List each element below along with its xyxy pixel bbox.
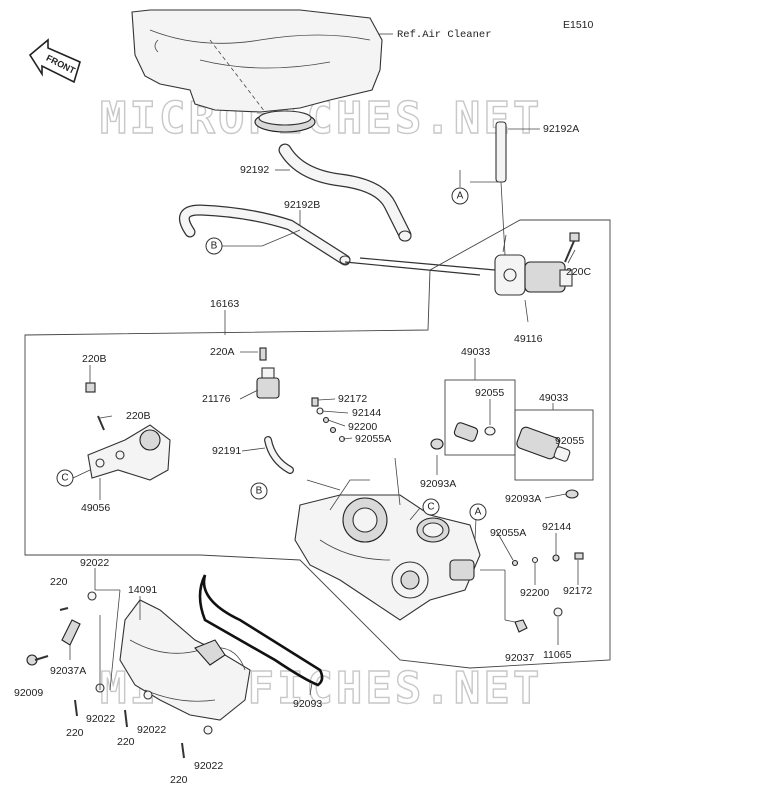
label-16163: 16163 xyxy=(210,298,239,310)
svg-text:C: C xyxy=(427,502,434,513)
callout-c-left: C xyxy=(56,469,74,487)
label-220-4: 220 xyxy=(170,774,188,786)
label-49056: 49056 xyxy=(81,502,110,514)
label-92200-2: 92200 xyxy=(520,587,549,599)
label-220c: 220C xyxy=(566,266,592,278)
label-92172-1: 92172 xyxy=(338,393,367,405)
hose-92192a xyxy=(495,121,507,256)
hose-92192 xyxy=(278,143,412,242)
bolt-220c xyxy=(564,232,580,263)
diagram-code: E1510 xyxy=(563,19,594,31)
throttle-body xyxy=(294,479,481,621)
label-14091: 14091 xyxy=(128,584,157,596)
label-220a: 220A xyxy=(210,346,235,358)
gasket-92093 xyxy=(198,574,324,687)
label-92037a: 92037A xyxy=(50,665,86,677)
label-49033-2: 49033 xyxy=(539,392,568,404)
callout-b-center: B xyxy=(250,482,268,500)
label-92093a-2: 92093A xyxy=(505,493,541,505)
leader-lines xyxy=(69,128,579,696)
callout-b-left: B xyxy=(205,237,223,255)
bracket-49056 xyxy=(85,382,171,481)
label-92192a: 92192A xyxy=(543,123,579,135)
label-92022-2: 92022 xyxy=(86,713,115,725)
label-220-1: 220 xyxy=(50,576,68,588)
svg-text:A: A xyxy=(475,507,482,518)
valve-49116 xyxy=(494,234,573,296)
sensor-21176 xyxy=(256,347,280,399)
callout-a-right: A xyxy=(469,503,487,521)
bolts-lower-left xyxy=(26,591,213,759)
label-21176: 21176 xyxy=(202,393,231,405)
label-11065: 11065 xyxy=(543,649,572,661)
label-92055a-1: 92055A xyxy=(355,433,391,445)
label-220b-1: 220B xyxy=(82,353,107,365)
ref-note: Ref.Air Cleaner xyxy=(397,29,492,41)
label-92192b: 92192B xyxy=(284,199,320,211)
part-labels: 92192A 92192 92192B 220C 49116 16163 220… xyxy=(14,123,592,786)
label-92144-1: 92144 xyxy=(352,407,381,419)
label-92191: 92191 xyxy=(212,445,241,457)
callout-a-top: A xyxy=(451,187,469,205)
label-92093a-1: 92093A xyxy=(420,478,456,490)
label-92009: 92009 xyxy=(14,687,43,699)
callout-c-center: C xyxy=(422,498,440,516)
label-92055a-2: 92055A xyxy=(490,527,526,539)
label-92022-4: 92022 xyxy=(194,760,223,772)
label-92200-1: 92200 xyxy=(348,421,377,433)
svg-text:C: C xyxy=(61,473,68,484)
small-parts-stack-lower xyxy=(511,552,584,633)
tube-92191 xyxy=(264,436,294,474)
label-92192: 92192 xyxy=(240,164,269,176)
label-92037: 92037 xyxy=(505,652,534,664)
label-92055-2: 92055 xyxy=(555,435,584,447)
label-92022-3: 92022 xyxy=(137,724,166,736)
injector-nozzle-1 xyxy=(453,422,496,442)
air-cleaner-shape xyxy=(131,9,383,133)
label-220-3: 220 xyxy=(117,736,135,748)
label-92144-2: 92144 xyxy=(542,521,571,533)
svg-text:B: B xyxy=(256,486,263,497)
washer-92093a xyxy=(430,438,444,450)
cover-14091 xyxy=(119,599,251,721)
label-220-2: 220 xyxy=(66,727,84,739)
small-parts-stack-upper xyxy=(311,397,346,443)
svg-text:A: A xyxy=(457,191,464,202)
label-92172-2: 92172 xyxy=(563,585,592,597)
svg-text:B: B xyxy=(211,241,218,252)
front-arrow-icon: FRONT xyxy=(28,38,81,84)
label-92093: 92093 xyxy=(293,698,322,710)
label-220b-2: 220B xyxy=(126,410,151,422)
label-49033-1: 49033 xyxy=(461,346,490,358)
label-92055-1: 92055 xyxy=(475,387,504,399)
injector-49033 xyxy=(516,426,579,499)
label-92022-1: 92022 xyxy=(80,557,109,569)
label-49116: 49116 xyxy=(514,333,543,345)
hose-92192b xyxy=(178,204,351,266)
